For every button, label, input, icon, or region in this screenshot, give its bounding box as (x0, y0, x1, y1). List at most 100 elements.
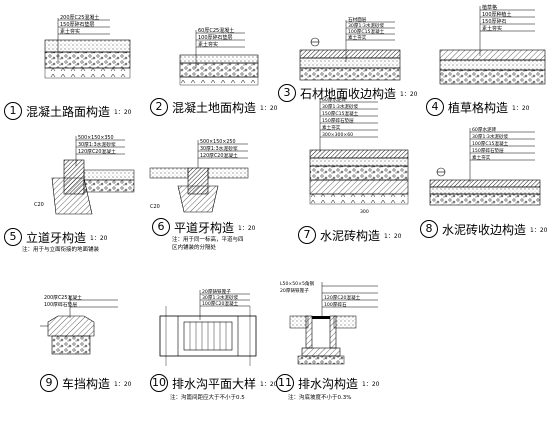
detail-8-layer-2: 30厚1:3水泥砂浆 (472, 133, 509, 140)
detail-2-caption: 2 混凝土地面构造 1：20 (150, 96, 277, 118)
detail-4-title: 植草格构造 (448, 100, 509, 115)
detail-8-caption: 8 水泥砖收边构造 1：20 (420, 218, 547, 240)
detail-7-dim-1: 300×300×60 (322, 132, 353, 138)
detail-3-layer-4: 素土夯实 (348, 34, 367, 41)
detail-6-number: 6 (152, 218, 170, 236)
detail-3-scale: 1：20 (400, 90, 418, 98)
detail-6-section: 500×150×250 30厚1:3水泥砂浆 120厚C20混凝土 C20 (149, 139, 249, 213)
detail-5-layer-3: 120厚C20混凝土 (78, 148, 116, 155)
detail-2-layer-3: 素土夯实 (198, 41, 218, 48)
detail-11-number: 11 (276, 374, 294, 392)
detail-3-title: 石材地面收边构造 (300, 86, 397, 101)
detail-6-layer-2: 30厚1:3水泥砂浆 (200, 145, 238, 152)
detail-1-number: 1 (4, 102, 22, 120)
detail-7-layer-5: 素土夯实 (322, 124, 341, 131)
detail-8-title: 水泥砖收边构造 (442, 222, 527, 237)
detail-7-layer-1: 60厚水泥砖 (322, 96, 347, 103)
detail-3-layer-3: 100厚C15混凝土 (348, 28, 385, 35)
detail-9-scale: 1：20 (114, 380, 132, 388)
detail-9-number: 9 (40, 374, 58, 392)
detail-3-caption: 3 石材地面收边构造 1：20 (278, 82, 417, 104)
detail-8-layer-4: 150厚碎石垫层 (472, 147, 504, 154)
detail-6-caption: 6 平道牙构造 1：20 (152, 216, 255, 238)
detail-1-layer-1: 200厚C25混凝土 (60, 14, 99, 21)
detail-8-scale: 1：20 (530, 226, 548, 234)
detail-8-layer-3: 100厚C15混凝土 (472, 140, 509, 147)
detail-9-layer-2: 100厚碎石垫层 (44, 301, 77, 308)
detail-1-title: 混凝土路面构造 (26, 104, 111, 119)
detail-6-title: 平道牙构造 (174, 220, 235, 235)
detail-3-number: 3 (278, 84, 296, 102)
detail-10-section: 20厚铸铁篦子 30厚1:3水泥砂浆 100厚C20混凝土 (159, 288, 257, 366)
detail-6-note-line-1: 注：用于同一标高，平道与四 (172, 237, 244, 243)
detail-3-section: 石材面层 30厚1:3水泥砂浆 100厚C15混凝土 素土夯实 (299, 16, 401, 81)
detail-2-number: 2 (150, 98, 168, 116)
detail-1-scale: 1：20 (114, 108, 132, 116)
detail-7-layer-2: 30厚1:3水泥砂浆 (322, 103, 359, 110)
detail-11-title: 排水沟构造 (298, 376, 359, 391)
detail-11-layer-3: 120厚C20混凝土 (324, 294, 361, 301)
detail-5-caption: 5 立道牙构造 1：20 (4, 226, 107, 248)
detail-10-title: 排水沟平面大样 (172, 376, 257, 391)
detail-6-layer-3: 120厚C20混凝土 (200, 152, 238, 159)
detail-4-caption: 4 植草格构造 1：20 (426, 96, 529, 118)
detail-2-layer-1: 60厚C25混凝土 (198, 27, 234, 34)
detail-10-note: 注：沟篦间距应大于不小于0.5 (170, 395, 245, 401)
detail-11-layer-2: 20厚铸铁篦子 (280, 287, 309, 294)
detail-11-layer-4: 100厚碎石 (324, 301, 347, 308)
detail-7-section: 60厚水泥砖 30厚1:3水泥砂浆 150厚C15混凝土 150厚碎石垫层 素土… (309, 96, 409, 215)
detail-8-layer-5: 素土夯实 (472, 154, 491, 161)
detail-4-number: 4 (426, 98, 444, 116)
detail-7-number: 7 (298, 226, 316, 244)
detail-7-caption: 7 水泥砖构造 1：20 (298, 224, 401, 246)
detail-8-section: 60厚水泥砖 30厚1:3水泥砂浆 100厚C15混凝土 150厚碎石垫层 素土… (429, 126, 541, 206)
detail-9-layer-1: 200厚C25混凝土 (44, 294, 82, 301)
detail-2-scale: 1：20 (260, 104, 278, 112)
detail-2-title: 混凝土地面构造 (172, 100, 257, 115)
detail-11-caption: 11 排水沟构造 1：20 (276, 372, 379, 394)
detail-2-section: 60厚C25混凝土 100厚碎石垫层 素土夯实 (179, 27, 259, 86)
detail-10-layer-3: 100厚C20混凝土 (202, 300, 239, 307)
detail-6-layer-1: 500×150×250 (200, 139, 236, 145)
detail-6-note-line-2: 区内铺装的分隔处 (172, 245, 217, 251)
detail-6-side-label: C20 (150, 204, 160, 210)
detail-5-section: 500×150×350 30厚1:3水泥砂浆 120厚C20混凝土 C20 (34, 135, 135, 215)
detail-1-layer-3: 素土夯实 (60, 28, 80, 35)
detail-7-dim-2: 300 (360, 209, 369, 215)
detail-7-layer-4: 150厚碎石垫层 (322, 117, 354, 124)
detail-7-title: 水泥砖构造 (320, 228, 381, 243)
detail-5-layer-2: 30厚1:3水泥砂浆 (78, 141, 116, 148)
detail-9-caption: 9 车挡构造 1：20 (40, 372, 131, 394)
detail-4-layer-3: 150厚碎石 (482, 18, 507, 25)
detail-6-scale: 1：20 (238, 224, 256, 232)
detail-5-scale: 1：20 (90, 234, 108, 242)
detail-9-section: 200厚C25混凝土 100厚碎石垫层 (40, 294, 118, 355)
detail-4-layer-1: 植草格 (482, 4, 497, 11)
detail-1-section: 200厚C25混凝土 150厚碎石垫层 素土夯实 (44, 14, 131, 79)
detail-1-layer-2: 150厚碎石垫层 (60, 21, 95, 28)
detail-2-layer-2: 100厚碎石垫层 (198, 34, 233, 41)
detail-7-scale: 1：20 (384, 232, 402, 240)
detail-11-layer-1: L50×50×5角钢 (280, 280, 314, 287)
detail-8-layer-1: 60厚水泥砖 (472, 126, 497, 133)
detail-5-title: 立道牙构造 (26, 230, 87, 245)
detail-10-number: 10 (150, 374, 168, 392)
detail-10-layer-2: 30厚1:3水泥砂浆 (202, 294, 239, 301)
detail-5-layer-1: 500×150×350 (78, 135, 114, 141)
detail-5-side-label: C20 (34, 202, 44, 208)
detail-1-caption: 1 混凝土路面构造 1：20 (4, 100, 131, 122)
detail-8-number: 8 (420, 220, 438, 238)
detail-7-layer-3: 150厚C15混凝土 (322, 110, 359, 117)
detail-4-layer-4: 素土夯实 (482, 25, 502, 32)
detail-4-section: 植草格 100厚种植土 150厚碎石 素土夯实 (439, 4, 546, 85)
detail-10-caption: 10 排水沟平面大样 1：20 (150, 372, 277, 394)
detail-5-number: 5 (4, 228, 22, 246)
detail-3-layer-1: 石材面层 (348, 16, 367, 23)
detail-5-note: 注：用于与立面衔接的地面铺装 (22, 247, 100, 253)
detail-10-layer-1: 20厚铸铁篦子 (202, 288, 231, 295)
detail-4-layer-2: 100厚种植土 (482, 11, 512, 18)
detail-10-scale: 1：20 (260, 380, 278, 388)
detail-4-scale: 1：20 (512, 104, 530, 112)
